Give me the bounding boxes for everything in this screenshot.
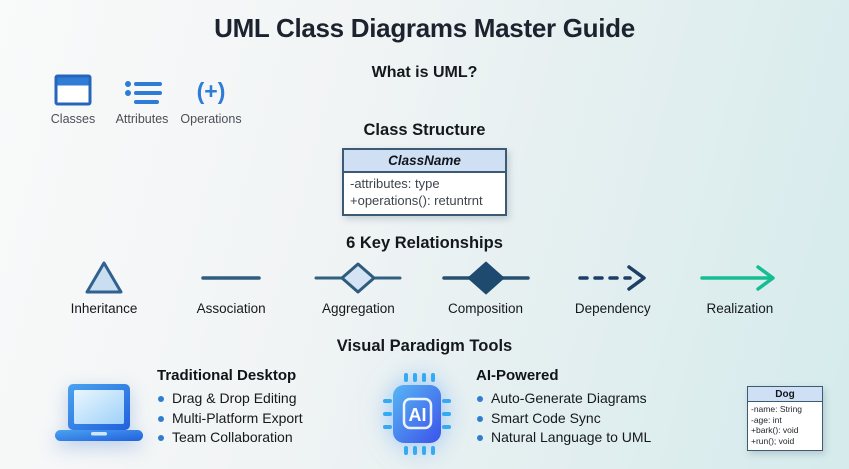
- ai-chip-label: AI: [409, 405, 427, 425]
- dog-class-body: -name: String -age: int +bark(): void +r…: [748, 402, 822, 450]
- class-member: +bark(): void: [751, 425, 799, 436]
- ai-powered-list: Auto-Generate Diagrams Smart Code Sync N…: [476, 389, 651, 448]
- concept-label: Classes: [50, 112, 96, 126]
- class-member: -age: int: [751, 414, 782, 425]
- concept-icons-row: Classes Attributes (+) Operations: [40, 70, 244, 126]
- list-item: Team Collaboration: [157, 428, 303, 448]
- dog-class-box: Dog -name: String -age: int +bark(): voi…: [747, 386, 823, 451]
- list-item: Natural Language to UML: [476, 428, 651, 448]
- ai-chip-icon: AI: [381, 371, 453, 462]
- class-box-body: -attributes: type +operations(): retuntr…: [344, 173, 505, 214]
- relationship-association: Association: [171, 258, 291, 316]
- concept-attributes: Attributes: [109, 70, 175, 126]
- relationships-row: Inheritance Association Aggregation Comp…: [44, 258, 800, 316]
- section-heading-what-is-uml: What is UML?: [371, 64, 478, 81]
- class-member: +run(); void: [751, 435, 795, 446]
- class-member: -attributes: type: [350, 176, 440, 191]
- traditional-desktop-block: Traditional Desktop Drag & Drop Editing …: [157, 367, 303, 448]
- relationship-inheritance: Inheritance: [44, 258, 164, 316]
- class-structure-box: ClassName -attributes: type +operations(…: [342, 148, 507, 216]
- traditional-desktop-heading: Traditional Desktop: [157, 367, 297, 384]
- composition-diamond-icon: [441, 261, 530, 295]
- inheritance-triangle-icon: [85, 261, 123, 294]
- ai-powered-heading: AI-Powered: [476, 367, 559, 384]
- laptop-icon: [55, 384, 143, 451]
- section-heading-tools: Visual Paradigm Tools: [336, 337, 513, 355]
- attributes-list-icon: [121, 70, 163, 106]
- traditional-desktop-list: Drag & Drop Editing Multi-Platform Expor…: [157, 389, 303, 448]
- dog-class-name: Dog: [748, 387, 822, 402]
- relationship-composition: Composition: [426, 258, 546, 316]
- relationship-label: Inheritance: [70, 301, 138, 316]
- relationship-label: Composition: [448, 301, 524, 316]
- class-member: +operations(): retuntrnt: [350, 192, 483, 208]
- section-heading-class-structure: Class Structure: [363, 121, 486, 139]
- list-item: Smart Code Sync: [476, 409, 651, 429]
- class-box-name: ClassName: [344, 150, 505, 173]
- association-line-icon: [201, 276, 261, 280]
- relationship-label: Association: [196, 301, 266, 316]
- list-item: Multi-Platform Export: [157, 409, 303, 429]
- aggregation-diamond-icon: [314, 262, 402, 294]
- relationship-aggregation: Aggregation: [298, 258, 418, 316]
- concept-classes: Classes: [40, 70, 106, 126]
- section-heading-relationships: 6 Key Relationships: [346, 234, 503, 252]
- relationship-label: Dependency: [574, 301, 651, 316]
- relationship-realization: Realization: [680, 258, 800, 316]
- relationship-label: Aggregation: [321, 301, 395, 316]
- concept-label: Operations: [180, 112, 242, 126]
- dependency-dashed-arrow-icon: [578, 265, 646, 291]
- concept-label: Attributes: [115, 112, 169, 126]
- relationship-dependency: Dependency: [553, 258, 673, 316]
- ai-powered-block: AI-Powered Auto-Generate Diagrams Smart …: [476, 367, 651, 448]
- operations-plus-icon: (+): [196, 78, 226, 104]
- page-title: UML Class Diagrams Master Guide: [214, 13, 635, 43]
- list-item: Drag & Drop Editing: [157, 389, 303, 409]
- class-member: -name: String: [751, 404, 803, 414]
- concept-operations: (+) Operations: [178, 70, 244, 126]
- relationship-label: Realization: [706, 301, 774, 316]
- classes-window-icon: [54, 70, 92, 106]
- list-item: Auto-Generate Diagrams: [476, 389, 651, 409]
- realization-arrow-icon: [700, 265, 775, 291]
